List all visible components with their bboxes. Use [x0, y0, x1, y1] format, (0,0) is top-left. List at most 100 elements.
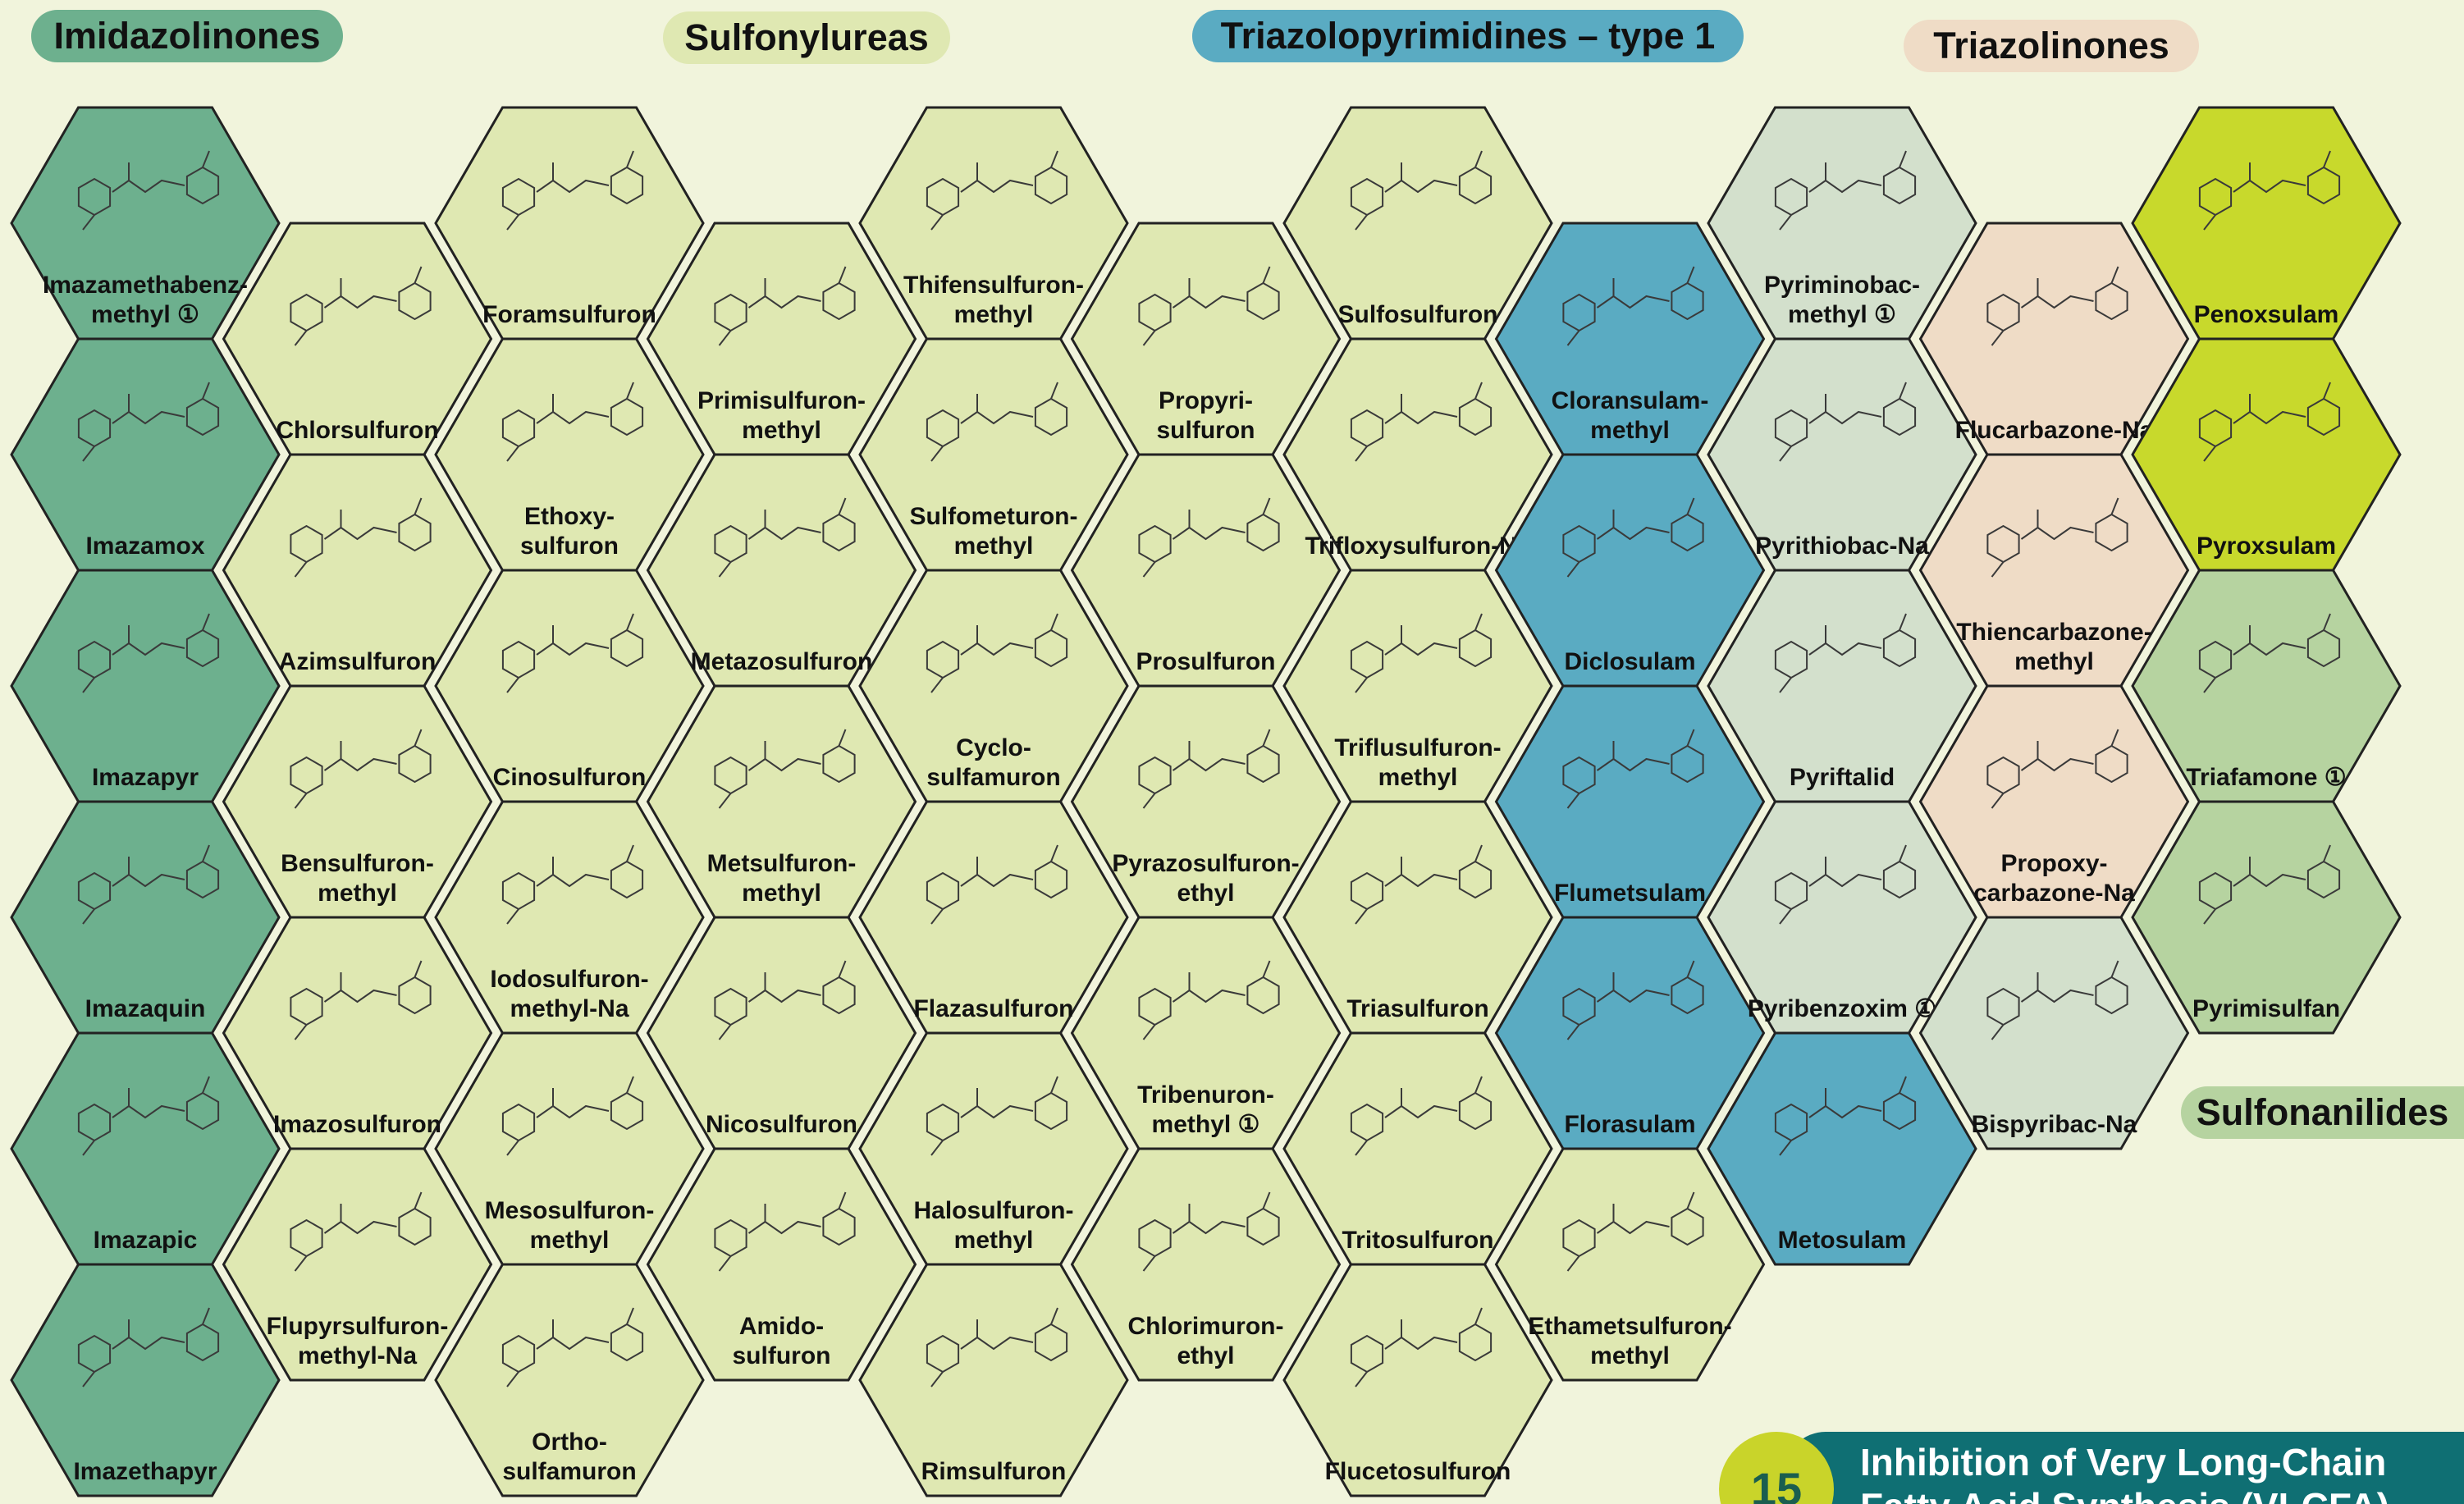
chemical-structure-icon — [501, 150, 644, 231]
compound-name: Pyribenzoxim ① — [1748, 995, 1936, 1022]
compound-name: Imazamox — [85, 533, 204, 560]
chemical-structure-icon — [501, 382, 644, 462]
chemical-structure-icon — [77, 1307, 220, 1387]
compound-name: Tribenuron- — [1137, 1081, 1274, 1109]
compound-name: Metosulam — [1778, 1227, 1907, 1254]
footer-title: Inhibition of Very Long-Chain Fatty Acid… — [1860, 1440, 2389, 1504]
compound-name: methyl — [954, 1227, 1034, 1254]
compound-name: Diclosulam — [1564, 648, 1695, 675]
compound-name: Ethametsulfuron- — [1528, 1313, 1731, 1340]
compound-name: Imazaquin — [85, 995, 206, 1022]
chemical-structure-icon — [77, 1076, 220, 1156]
compound-name: Pyriftalid — [1790, 764, 1895, 791]
compound-name: Triafamone ① — [2186, 764, 2346, 791]
compound-name: Sulfometuron- — [910, 503, 1078, 530]
compound-name: Imazamethabenz- — [43, 272, 248, 299]
herbicide-cell-bispyribac-na: Bispyribac-Na — [1918, 916, 2190, 1150]
hexagon-cell — [1707, 1031, 1977, 1266]
herbicide-cell-propyri-sulfuron: Propyri-sulfuron — [1070, 222, 1342, 456]
compound-name: Imazosulfuron — [273, 1111, 441, 1138]
chemical-structure-icon — [1774, 150, 1917, 231]
herbicide-cell-pyrazosulfuron-ethyl: Pyrazosulfuron-ethyl — [1070, 684, 1342, 919]
footer-bar — [1785, 1432, 2464, 1504]
chemical-structure-icon — [714, 497, 856, 578]
herbicide-cell-pyroxsulam: Pyroxsulam — [2131, 337, 2402, 572]
hexagon-cell — [2131, 800, 2402, 1035]
compound-name: methyl — [954, 533, 1034, 560]
compound-name: methyl — [742, 417, 821, 444]
chemical-structure-icon — [77, 844, 220, 925]
herbicide-cell-nicosulfuron: Nicosulfuron — [646, 916, 917, 1150]
herbicide-cell-cyclo-sulfamuron: Cyclo-sulfamuron — [858, 569, 1129, 803]
herbicide-cell-chlorsulfuron: Chlorsulfuron — [222, 222, 493, 456]
chemical-structure-icon — [501, 1307, 644, 1387]
hexagon-cell — [1494, 1147, 1766, 1382]
compound-name: Triflusulfuron- — [1334, 734, 1501, 761]
chemical-structure-icon — [714, 729, 856, 809]
chemical-structure-icon — [1562, 729, 1704, 809]
compound-name: Cyclo- — [956, 734, 1031, 761]
chemical-structure-icon — [290, 960, 432, 1040]
footer-title-line2: Fatty Acid Synthesis (VLCFA) — [1860, 1484, 2389, 1504]
compound-name: Sulfosulfuron — [1338, 301, 1498, 328]
compound-name: ethyl — [1177, 1342, 1234, 1369]
compound-name: Flucetosulfuron — [1325, 1458, 1511, 1485]
chemical-structure-icon — [926, 1307, 1068, 1387]
herbicide-cell-sulfosulfuron: Sulfosulfuron — [1282, 106, 1553, 341]
chemical-structure-icon — [1138, 729, 1280, 809]
compound-name: Flucarbazone-Na — [1955, 417, 2154, 444]
compound-name: Pyrithiobac-Na — [1755, 533, 1929, 560]
chemical-structure-icon — [1562, 497, 1704, 578]
chemical-structure-icon — [77, 613, 220, 693]
chemical-structure-icon — [1774, 844, 1917, 925]
compound-name: Pyrazosulfuron- — [1112, 850, 1299, 877]
chemical-structure-icon — [1138, 1191, 1280, 1272]
herbicide-cell-penoxsulam: Penoxsulam — [2131, 106, 2402, 341]
herbicide-cell-flumetsulam: Flumetsulam — [1494, 684, 1766, 919]
hexagon-cell — [646, 1147, 917, 1382]
group-label-sulfonylureas: Sulfonylureas — [663, 11, 950, 64]
herbicide-cell-metsulfuron-methyl: Metsulfuron-methyl — [646, 684, 917, 919]
herbicide-cell-flucetosulfuron: Flucetosulfuron — [1282, 1263, 1553, 1497]
group-label-triazolinones: Triazolinones — [1904, 20, 2199, 72]
compound-name: methyl — [1590, 417, 1670, 444]
compound-name: Propyri- — [1159, 387, 1253, 414]
chemical-structure-icon — [714, 960, 856, 1040]
hexagon-cell — [1070, 1147, 1342, 1382]
compound-name: methyl — [1378, 764, 1458, 791]
chemical-structure-icon — [290, 266, 432, 346]
herbicide-cell-florasulam: Florasulam — [1494, 916, 1766, 1150]
compound-name: Metazosulfuron — [691, 648, 873, 675]
compound-name: Imazapic — [94, 1227, 198, 1254]
herbicide-cell-tribenuron-methyl: Tribenuron-methyl ① — [1070, 916, 1342, 1150]
chemical-structure-icon — [1138, 266, 1280, 346]
compound-name: Flazasulfuron — [913, 995, 1073, 1022]
herbicide-cell-thifensulfuron-methyl: Thifensulfuron-methyl — [858, 106, 1129, 341]
herbicide-cell-halosulfuron-methyl: Halosulfuron-methyl — [858, 1031, 1129, 1266]
chemical-structure-icon — [926, 382, 1068, 462]
herbicide-cell-propoxy-carbazone-na: Propoxy-carbazone-Na — [1918, 684, 2190, 919]
hexagon-cell — [10, 1263, 281, 1497]
compound-name: Chlorimuron- — [1128, 1313, 1284, 1340]
herbicide-cell-amido-sulfuron: Amido-sulfuron — [646, 1147, 917, 1382]
hexagon-cell — [1918, 916, 2190, 1150]
herbicide-cell-imazamethabenz-methyl: Imazamethabenz-methyl ① — [10, 106, 281, 341]
compound-name: sulfuron — [1157, 417, 1255, 444]
compound-name: Penoxsulam — [2194, 301, 2339, 328]
compound-name: Propoxy- — [2000, 850, 2107, 877]
compound-name: carbazone-Na — [1973, 880, 2135, 907]
compound-name: sulfuron — [520, 533, 619, 560]
compound-name: Ethoxy- — [524, 503, 615, 530]
chemical-structure-icon — [1986, 497, 2128, 578]
chemical-structure-icon — [1986, 266, 2128, 346]
footer-title-line1: Inhibition of Very Long-Chain — [1860, 1441, 2387, 1483]
herbicide-cell-flazasulfuron: Flazasulfuron — [858, 800, 1129, 1035]
compound-name: Thifensulfuron- — [903, 272, 1084, 299]
compound-name: Bensulfuron- — [281, 850, 434, 877]
compound-name: Florasulam — [1564, 1111, 1695, 1138]
group-label-sulfonanilides: Sulfonanilides — [2181, 1086, 2464, 1139]
herbicide-cell-imazamox: Imazamox — [10, 337, 281, 572]
chemical-structure-icon — [1350, 613, 1493, 693]
compound-name: Foramsulfuron — [482, 301, 656, 328]
chemical-structure-icon — [1774, 382, 1917, 462]
